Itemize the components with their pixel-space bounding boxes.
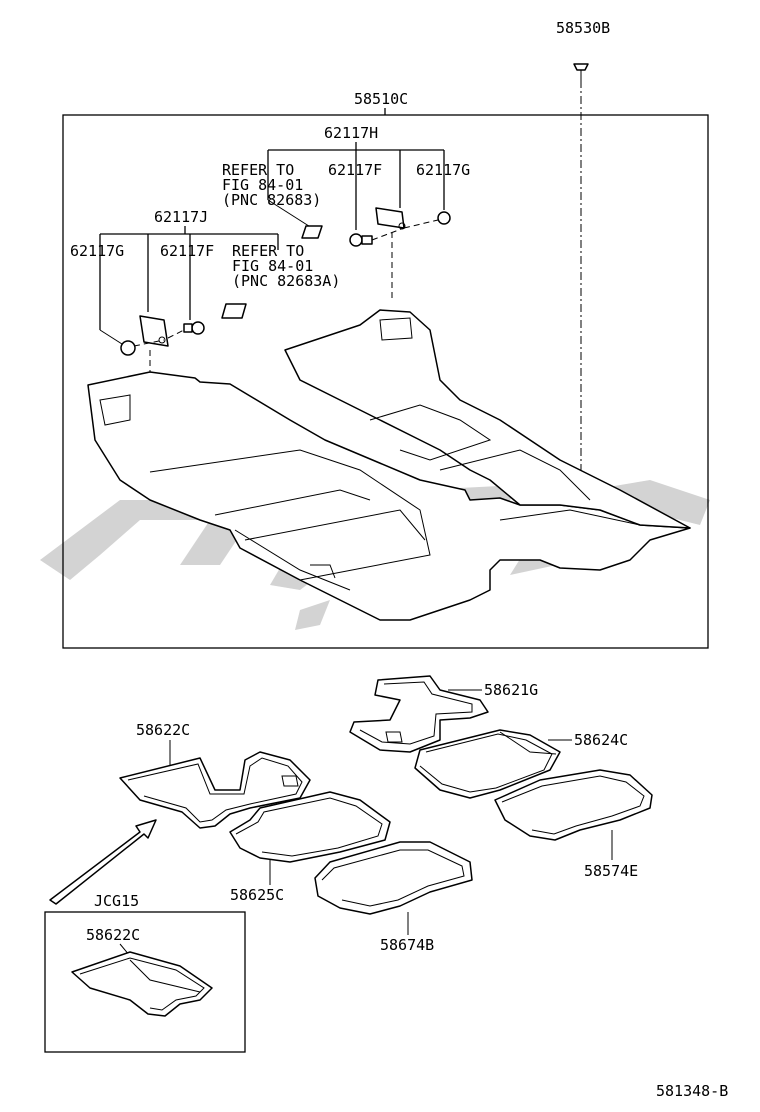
svg-text:(PNC 82683): (PNC 82683) [222,191,321,209]
mat-58622C [119,751,311,829]
bracket-62117H [267,142,445,230]
inset-part-label: 58622C [86,926,140,944]
reference-note-1: REFER TO FIG 84-01 (PNC 82683) [222,161,321,209]
label-58674B: 58674B [380,936,434,954]
inset-mat-58622C [71,951,213,1017]
label-58510C: 58510C [354,90,408,108]
figure-code: 581348-B [656,1082,728,1100]
label-62117F-upper: 62117F [328,161,382,179]
retainer-plate-upper [375,207,406,230]
svg-text:FIG 84-01: FIG 84-01 [222,176,303,194]
svg-text:REFER TO: REFER TO [232,242,304,260]
floor-carpet-58510C [87,309,691,621]
svg-text:REFER TO: REFER TO [222,161,294,179]
label-62117G-upper: 62117G [416,161,470,179]
label-58621G: 58621G [484,681,538,699]
inset-arrow [49,819,157,905]
label-58574E: 58574E [584,862,638,880]
mat-58574E [494,769,653,841]
label-58530B: 58530B [556,19,610,37]
reference-note-2: REFER TO FIG 84-01 (PNC 82683A) [232,242,340,290]
label-58622C: 58622C [136,721,190,739]
mat-58624C [414,729,561,799]
label-58625C: 58625C [230,886,284,904]
clip-62117G-upper [437,211,451,225]
label-58624C: 58624C [574,731,628,749]
clip-62117G-lower [120,340,136,356]
svg-text:FIG 84-01: FIG 84-01 [232,257,313,275]
inset-frame [44,911,246,1053]
mat-58674B [314,841,473,915]
svg-text:(PNC 82683A): (PNC 82683A) [232,272,340,290]
label-62117H: 62117H [324,124,378,142]
clip-62117F-lower [183,321,205,335]
inset-model-label: JCG15 [94,892,139,910]
label-62117F-lower: 62117F [160,242,214,260]
bracket-62117J [99,226,279,330]
label-62117J: 62117J [154,208,208,226]
clip-62117F-upper [349,233,373,247]
clip-icon [573,63,589,80]
reference-part-2 [221,303,247,319]
retainer-plate-lower [139,315,169,347]
mat-58621G [349,675,489,753]
reference-part-1 [301,225,323,239]
mat-58625C [229,791,391,863]
label-62117G-lower: 62117G [70,242,124,260]
